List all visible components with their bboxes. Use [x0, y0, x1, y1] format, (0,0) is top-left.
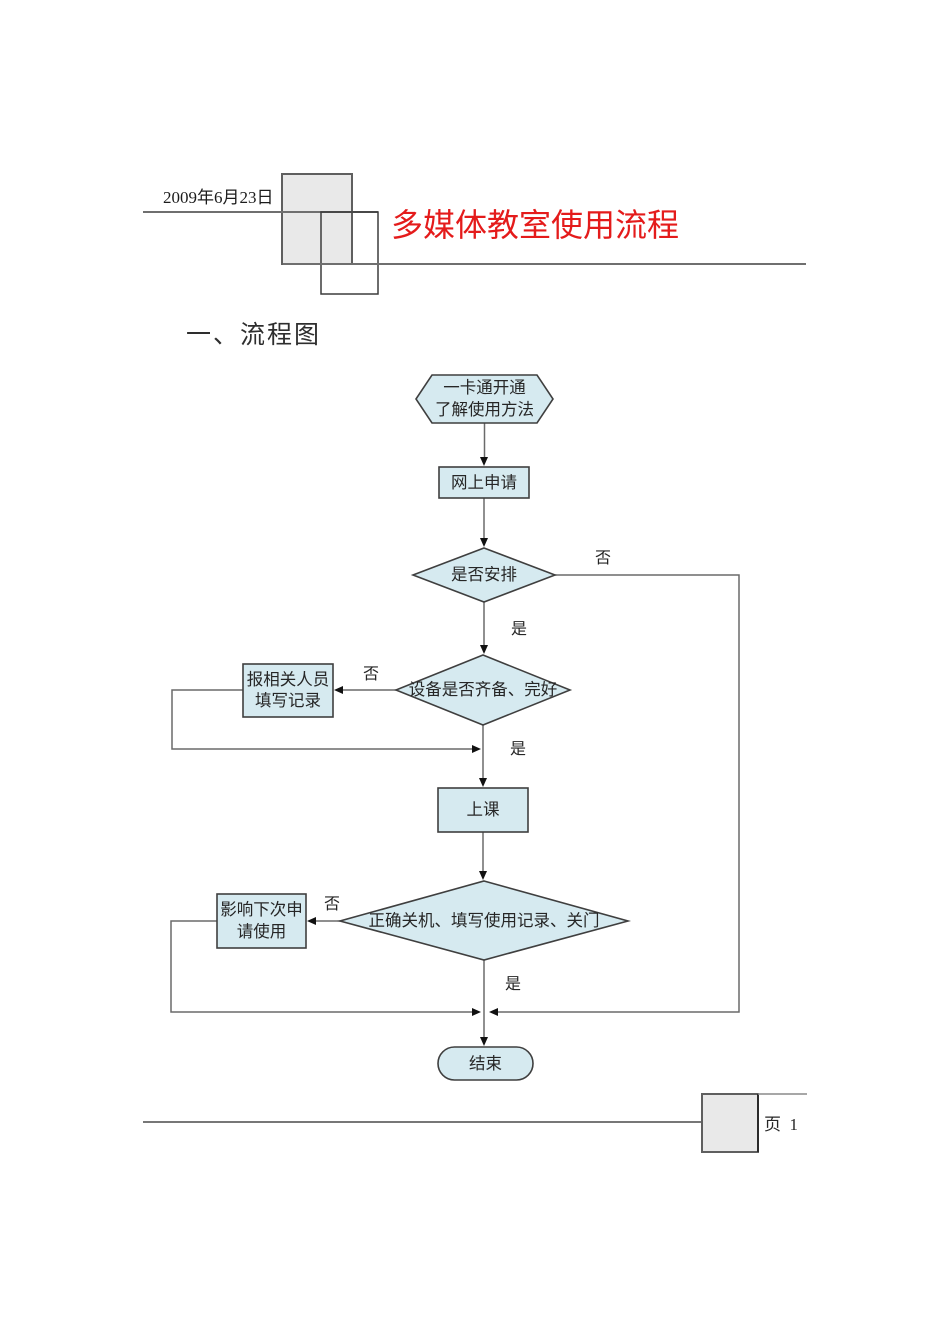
node-start-label: 一卡通开通 了解使用方法: [435, 377, 534, 421]
edge-penalty-loop: [170, 920, 472, 1013]
node-arranged-label: 是否安排: [451, 565, 517, 585]
edge-label-shutdown-yes: 是: [504, 976, 522, 993]
arrow-apply-to-arranged: [480, 538, 488, 547]
node-penalty-rect: [216, 893, 307, 949]
arrow-equipment-no: [334, 686, 343, 694]
header-gray-rectangle: [281, 173, 353, 265]
document-date: 2009年6月23日: [163, 188, 274, 207]
node-end-label: 结束: [469, 1053, 502, 1073]
page-number: 页 1: [764, 1115, 798, 1134]
arrow-report-loop: [472, 745, 481, 753]
edge-label-arranged-no: 否: [594, 550, 612, 567]
node-arranged-diamond: [410, 547, 558, 603]
footer-gray-square: [701, 1093, 759, 1153]
arrow-arranged-no-loop: [489, 1008, 498, 1016]
node-equipment-diamond: [393, 654, 573, 726]
node-report-label: 报相关人员 填写记录: [247, 669, 330, 713]
node-shutdown-label: 正确关机、填写使用记录、关门: [368, 910, 600, 930]
arrow-start-to-apply: [480, 457, 488, 466]
node-report-line1: 报相关人员: [246, 669, 330, 689]
document-title: 多媒体教室使用流程: [391, 207, 680, 243]
edge-label-arranged-yes: 是: [510, 621, 528, 638]
node-end-stadium: [437, 1046, 534, 1081]
node-penalty-line1: 影响下次申: [220, 900, 303, 920]
node-apply-label: 网上申请: [451, 472, 517, 492]
edge-label-equipment-no: 否: [362, 666, 380, 683]
node-class-rect: [437, 787, 529, 833]
node-class-label: 上课: [466, 800, 500, 820]
node-start-line2: 了解使用方法: [435, 400, 534, 419]
node-apply-rect: [438, 466, 530, 499]
node-equipment-label: 设备是否齐备、完好: [408, 680, 558, 700]
edge-label-equipment-yes: 是: [509, 741, 527, 758]
node-start-line1: 一卡通开通: [443, 378, 526, 398]
arrow-arranged-yes: [480, 645, 488, 654]
arrow-to-end: [480, 1037, 488, 1046]
arrow-shutdown-no: [307, 917, 316, 925]
section-heading: 一、流程图: [186, 322, 322, 349]
node-penalty-label: 影响下次申 请使用: [220, 899, 303, 943]
node-report-line2: 填写记录: [255, 691, 321, 711]
node-shutdown-diamond: [336, 880, 632, 961]
edge-label-shutdown-no: 否: [323, 896, 341, 913]
edge-arranged-no-loop: [498, 574, 740, 1013]
arrow-penalty-loop: [472, 1008, 481, 1016]
header-outline-rectangle: [320, 211, 379, 295]
arrow-class-to-shutdown: [479, 871, 487, 880]
node-start-hexagon: [415, 374, 554, 424]
node-penalty-line2: 请使用: [236, 922, 287, 941]
arrow-equipment-yes: [479, 778, 487, 787]
edge-report-loop: [171, 689, 472, 750]
node-report-rect: [242, 663, 334, 718]
